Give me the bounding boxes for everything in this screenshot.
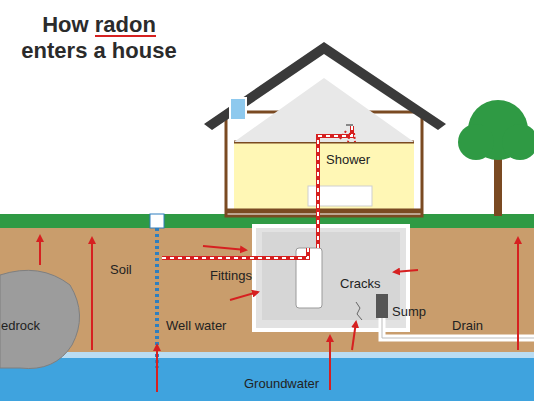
rock-label: edrock [1, 318, 40, 333]
sump-label: Sump [392, 304, 426, 319]
soil-label: Soil [110, 262, 132, 277]
water-label: Groundwater [244, 376, 319, 391]
title-underline [95, 35, 156, 37]
room-label: Shower [326, 152, 370, 167]
crack-label: Cracks [340, 276, 380, 291]
well-label: Well water [166, 318, 226, 333]
drain-label: Drain [452, 318, 483, 333]
pipe-label: Fittings [210, 268, 252, 283]
diagram-title: How radon enters a house [8, 12, 190, 64]
